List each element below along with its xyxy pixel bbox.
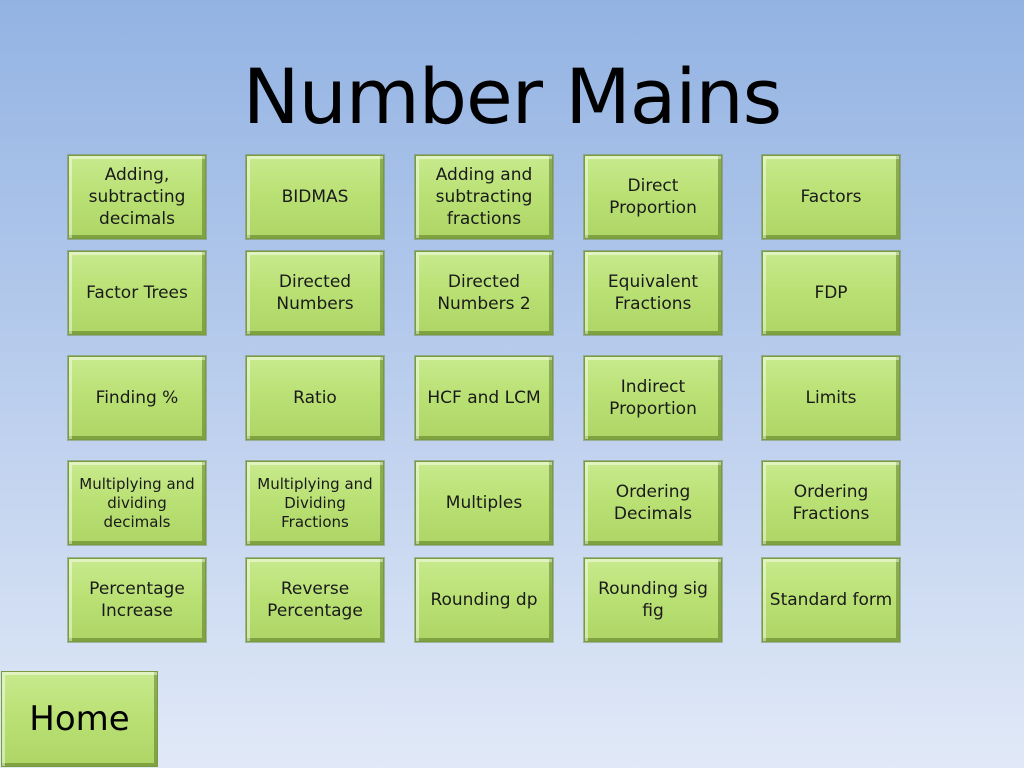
tile-limits[interactable]: Limits — [762, 356, 900, 440]
tile-fdp[interactable]: FDP — [762, 251, 900, 335]
tile-label: BIDMAS — [281, 187, 349, 207]
tile-factor-trees[interactable]: Factor Trees — [68, 251, 206, 335]
page-title: Number Mains — [242, 52, 782, 141]
tile-label: Factors — [800, 187, 862, 207]
tile-multiplying-dividing-fractions[interactable]: Multiplying and Dividing Fractions — [246, 461, 384, 545]
tile-label: Factor Trees — [86, 283, 188, 303]
tile-label: Rounding sig fig — [598, 579, 708, 621]
tile-label: HCF and LCM — [427, 388, 541, 408]
tile-direct-proportion[interactable]: Direct Proportion — [584, 155, 722, 239]
tile-label: Multiplying and Dividing Fractions — [257, 474, 373, 531]
tile-label: Direct Proportion — [609, 176, 697, 218]
tile-label: Multiplying and dividing decimals — [79, 474, 195, 531]
tile-label: Adding and subtracting fractions — [435, 165, 533, 229]
tile-label: Directed Numbers — [276, 272, 354, 314]
tile-label: FDP — [814, 283, 848, 303]
tile-label: Directed Numbers 2 — [437, 272, 531, 314]
tile-label: Indirect Proportion — [609, 377, 697, 419]
tile-ordering-decimals[interactable]: Ordering Decimals — [584, 461, 722, 545]
home-button[interactable]: Home — [1, 671, 158, 767]
tile-ratio[interactable]: Ratio — [246, 356, 384, 440]
tile-reverse-percentage[interactable]: Reverse Percentage — [246, 558, 384, 642]
home-button-label: Home — [29, 699, 130, 739]
tile-directed-numbers-2[interactable]: Directed Numbers 2 — [415, 251, 553, 335]
tile-label: Standard form — [769, 590, 893, 610]
tile-bidmas[interactable]: BIDMAS — [246, 155, 384, 239]
tile-directed-numbers[interactable]: Directed Numbers — [246, 251, 384, 335]
tile-rounding-dp[interactable]: Rounding dp — [415, 558, 553, 642]
tile-ordering-fractions[interactable]: Ordering Fractions — [762, 461, 900, 545]
tile-rounding-sig-fig[interactable]: Rounding sig fig — [584, 558, 722, 642]
tile-label: Multiples — [445, 493, 523, 513]
tile-factors[interactable]: Factors — [762, 155, 900, 239]
tile-label: Equivalent Fractions — [607, 272, 699, 314]
tile-percentage-increase[interactable]: Percentage Increase — [68, 558, 206, 642]
tile-finding-percent[interactable]: Finding % — [68, 356, 206, 440]
tile-multiplying-dividing-decimals[interactable]: Multiplying and dividing decimals — [68, 461, 206, 545]
tile-equivalent-fractions[interactable]: Equivalent Fractions — [584, 251, 722, 335]
tile-label: Ratio — [293, 388, 337, 408]
tile-label: Percentage Increase — [89, 579, 185, 621]
tile-label: Limits — [805, 388, 857, 408]
tile-standard-form[interactable]: Standard form — [762, 558, 900, 642]
tile-adding-subtracting-fractions[interactable]: Adding and subtracting fractions — [415, 155, 553, 239]
tile-label: Reverse Percentage — [267, 579, 363, 621]
tile-label: Rounding dp — [430, 590, 538, 610]
tile-label: Ordering Decimals — [613, 482, 693, 524]
tile-label: Adding, subtracting decimals — [88, 165, 186, 229]
tile-label: Ordering Fractions — [792, 482, 870, 524]
tile-multiples[interactable]: Multiples — [415, 461, 553, 545]
tile-indirect-proportion[interactable]: Indirect Proportion — [584, 356, 722, 440]
tile-adding-subtracting-decimals[interactable]: Adding, subtracting decimals — [68, 155, 206, 239]
tile-label: Finding % — [95, 388, 179, 408]
tile-hcf-and-lcm[interactable]: HCF and LCM — [415, 356, 553, 440]
